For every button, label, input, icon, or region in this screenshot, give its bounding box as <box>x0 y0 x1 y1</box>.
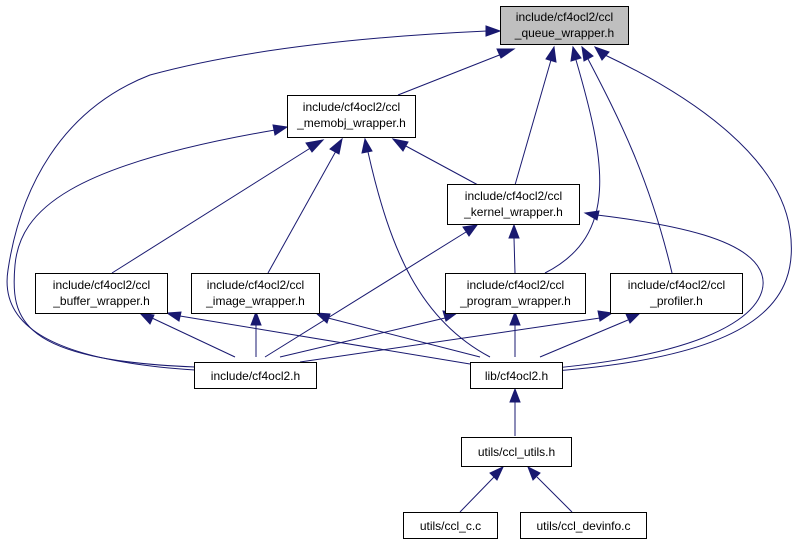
node-memobj-wrapper-line1: include/cf4ocl2/ccl <box>303 100 400 114</box>
node-kernel-wrapper-line2: _kernel_wrapper.h <box>463 205 563 219</box>
node-utils-ccl-c-box <box>403 512 498 539</box>
node-utils-ccl-c[interactable]: utils/ccl_c.c <box>403 512 498 539</box>
edge-lib-to-kernel <box>554 210 764 369</box>
node-program-wrapper[interactable]: include/cf4ocl2/ccl _program_wrapper.h <box>445 273 586 314</box>
node-image-wrapper[interactable]: include/cf4ocl2/ccl _image_wrapper.h <box>191 273 320 314</box>
node-image-wrapper-box <box>191 273 320 314</box>
edges <box>6 25 792 513</box>
node-profiler[interactable]: include/cf4ocl2/ccl _profiler.h <box>610 273 743 314</box>
node-utils-ccl-utils-box <box>461 437 572 467</box>
edge-lib-to-image <box>314 312 481 358</box>
nodes: include/cf4ocl2/ccl _queue_wrapper.h inc… <box>35 6 743 539</box>
edge-include-to-image <box>250 310 262 357</box>
node-include-cf4ocl2-box <box>194 362 317 389</box>
edge-include-to-buffer <box>138 312 236 358</box>
edge-program-to-kernel <box>508 223 520 274</box>
edge-devinfo-to-utils <box>527 465 573 513</box>
node-utils-ccl-utils[interactable]: utils/ccl_utils.h <box>461 437 572 467</box>
edge-profiler-to-queue <box>581 45 673 274</box>
node-program-wrapper-box <box>445 273 586 314</box>
edge-memobj-to-queue <box>397 48 516 96</box>
node-utils-ccl-utils-line1: utils/ccl_utils.h <box>478 445 555 459</box>
edge-program-to-queue <box>544 45 601 274</box>
edge-include-to-memobj <box>13 124 289 368</box>
node-queue-wrapper-line1: include/cf4ocl2/ccl <box>516 10 613 24</box>
edge-kernel-to-memobj <box>391 138 479 186</box>
node-utils-ccl-devinfo[interactable]: utils/ccl_devinfo.c <box>520 512 647 539</box>
node-utils-ccl-devinfo-line1: utils/ccl_devinfo.c <box>536 519 630 533</box>
node-kernel-wrapper-box <box>447 184 580 225</box>
edge-include-to-queue <box>6 25 502 371</box>
node-image-wrapper-line2: _image_wrapper.h <box>205 294 305 308</box>
edge-include-to-profiler <box>299 310 614 363</box>
node-profiler-box <box>610 273 743 314</box>
edge-lib-to-buffer <box>165 311 471 365</box>
node-queue-wrapper-box <box>500 6 629 45</box>
node-profiler-line1: include/cf4ocl2/ccl <box>628 278 725 292</box>
edge-lib-to-memobj <box>361 137 491 358</box>
edge-cclc-to-utils <box>459 465 505 513</box>
node-utils-ccl-c-line1: utils/ccl_c.c <box>420 519 481 533</box>
node-program-wrapper-line1: include/cf4ocl2/ccl <box>467 278 564 292</box>
edge-kernel-to-queue <box>514 45 557 186</box>
edge-buffer-to-memobj <box>111 139 325 274</box>
edge-lib-to-program <box>509 310 521 357</box>
node-kernel-wrapper-line1: include/cf4ocl2/ccl <box>465 189 562 203</box>
node-memobj-wrapper[interactable]: include/cf4ocl2/ccl _memobj_wrapper.h <box>287 95 416 138</box>
node-buffer-wrapper-box <box>35 273 168 314</box>
edge-include-to-kernel <box>264 224 479 358</box>
node-lib-cf4ocl2-box <box>470 362 563 389</box>
node-lib-cf4ocl2[interactable]: lib/cf4ocl2.h <box>470 362 563 389</box>
node-buffer-wrapper[interactable]: include/cf4ocl2/ccl _buffer_wrapper.h <box>35 273 168 314</box>
node-utils-ccl-devinfo-box <box>520 512 647 539</box>
node-program-wrapper-line2: _program_wrapper.h <box>459 294 571 308</box>
node-queue-wrapper[interactable]: include/cf4ocl2/ccl _queue_wrapper.h <box>500 6 629 45</box>
edge-utils-to-lib <box>509 387 521 436</box>
node-buffer-wrapper-line1: include/cf4ocl2/ccl <box>53 278 150 292</box>
node-buffer-wrapper-line2: _buffer_wrapper.h <box>52 294 150 308</box>
node-lib-cf4ocl2-line1: lib/cf4ocl2.h <box>485 369 548 383</box>
node-image-wrapper-line1: include/cf4ocl2/ccl <box>207 278 304 292</box>
edge-lib-to-queue <box>554 46 792 372</box>
node-profiler-line2: _profiler.h <box>649 294 703 308</box>
node-include-cf4ocl2[interactable]: include/cf4ocl2.h <box>194 362 317 389</box>
node-memobj-wrapper-box <box>287 95 416 138</box>
node-memobj-wrapper-line2: _memobj_wrapper.h <box>296 116 406 130</box>
edge-include-to-program <box>279 310 459 358</box>
edge-image-to-memobj <box>267 137 343 274</box>
node-include-cf4ocl2-line1: include/cf4ocl2.h <box>211 369 300 383</box>
node-queue-wrapper-line2: _queue_wrapper.h <box>514 26 614 40</box>
node-kernel-wrapper[interactable]: include/cf4ocl2/ccl _kernel_wrapper.h <box>447 184 580 225</box>
